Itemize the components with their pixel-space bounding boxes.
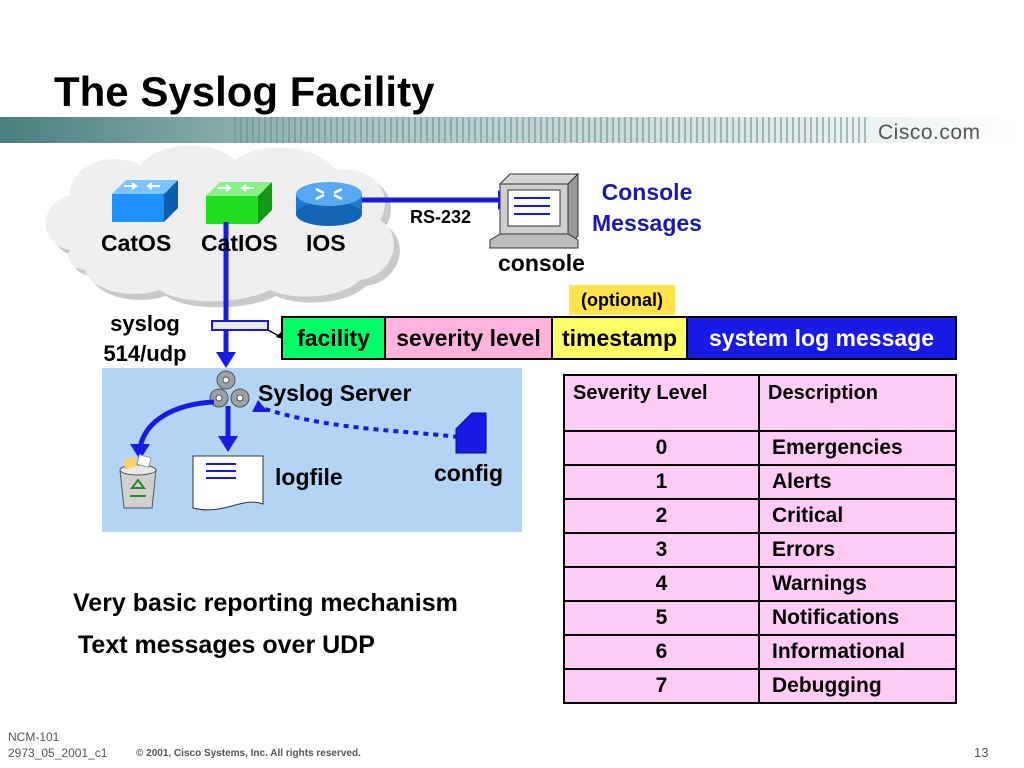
cisco-logo[interactable]: Cisco.com xyxy=(878,121,981,144)
severity-level-cell: 1 xyxy=(563,464,760,500)
severity-level-cell: 5 xyxy=(563,600,760,636)
ios-router-icon xyxy=(296,182,362,226)
severity-description-cell: Alerts xyxy=(758,464,957,500)
syslog-server-label: Syslog Server xyxy=(258,380,412,406)
catos-switch-icon xyxy=(112,180,178,222)
gear-icon xyxy=(209,370,250,408)
console-terminal-icon xyxy=(489,172,580,249)
severity-level-cell: 4 xyxy=(563,566,760,602)
severity-description-cell: Notifications xyxy=(758,600,957,636)
column-header-severity: Severity Level xyxy=(563,374,760,432)
optional-tag: (optional) xyxy=(569,285,675,315)
format-system-log-message: system log message xyxy=(688,318,955,358)
console-label: console xyxy=(498,250,585,276)
config-file-icon xyxy=(455,412,487,454)
severity-description-cell: Informational xyxy=(758,634,957,670)
severity-level-cell: 7 xyxy=(563,668,760,704)
severity-description-cell: Errors xyxy=(758,532,957,568)
severity-description-cell: Critical xyxy=(758,498,957,534)
course-id: NCM-101 xyxy=(8,730,60,744)
catios-switch-icon xyxy=(206,182,272,224)
catos-label: CatOS xyxy=(101,230,172,256)
format-facility: facility xyxy=(283,318,386,358)
document-code: 2973_05_2001_c1 xyxy=(8,746,108,760)
format-timestamp: timestamp xyxy=(553,318,688,358)
network-cloud xyxy=(45,145,400,308)
course-code: NCM-101 2973_05_2001_c1 xyxy=(8,729,107,761)
logfile-label: logfile xyxy=(275,464,343,490)
syslog-port-label: syslog 514/udp xyxy=(103,311,187,366)
copyright-notice: © 2001, Cisco Systems, Inc. All rights r… xyxy=(136,748,361,759)
severity-level-cell: 0 xyxy=(563,430,760,466)
ios-label: IOS xyxy=(306,230,346,256)
severity-description-cell: Debugging xyxy=(758,668,957,704)
header-stripe-bar xyxy=(0,117,1024,143)
logfile-document-icon xyxy=(192,455,264,511)
severity-description-cell: Emergencies xyxy=(758,430,957,466)
bullet-point: Very basic reporting mechanism xyxy=(73,589,458,617)
table-header-row: Severity Level Description xyxy=(563,374,957,432)
config-label: config xyxy=(434,460,503,486)
console-messages-label: Console Messages xyxy=(592,179,702,236)
syslog-message-format: facility severity level timestamp system… xyxy=(281,316,957,360)
udp-port-symbol xyxy=(211,320,269,331)
syslog-server-panel xyxy=(102,368,522,532)
severity-description-cell: Warnings xyxy=(758,566,957,602)
catios-label: CatIOS xyxy=(201,230,278,256)
severity-level-cell: 2 xyxy=(563,498,760,534)
severity-level-cell: 6 xyxy=(563,634,760,670)
page-number: 13 xyxy=(974,745,989,760)
slide-title: The Syslog Facility xyxy=(54,68,435,115)
column-header-description: Description xyxy=(758,374,957,432)
severity-level-cell: 3 xyxy=(563,532,760,568)
recycle-bin-icon xyxy=(119,454,157,509)
bullet-point: Text messages over UDP xyxy=(78,631,375,659)
rs232-label: RS-232 xyxy=(410,207,472,227)
format-severity-level: severity level xyxy=(386,318,553,358)
